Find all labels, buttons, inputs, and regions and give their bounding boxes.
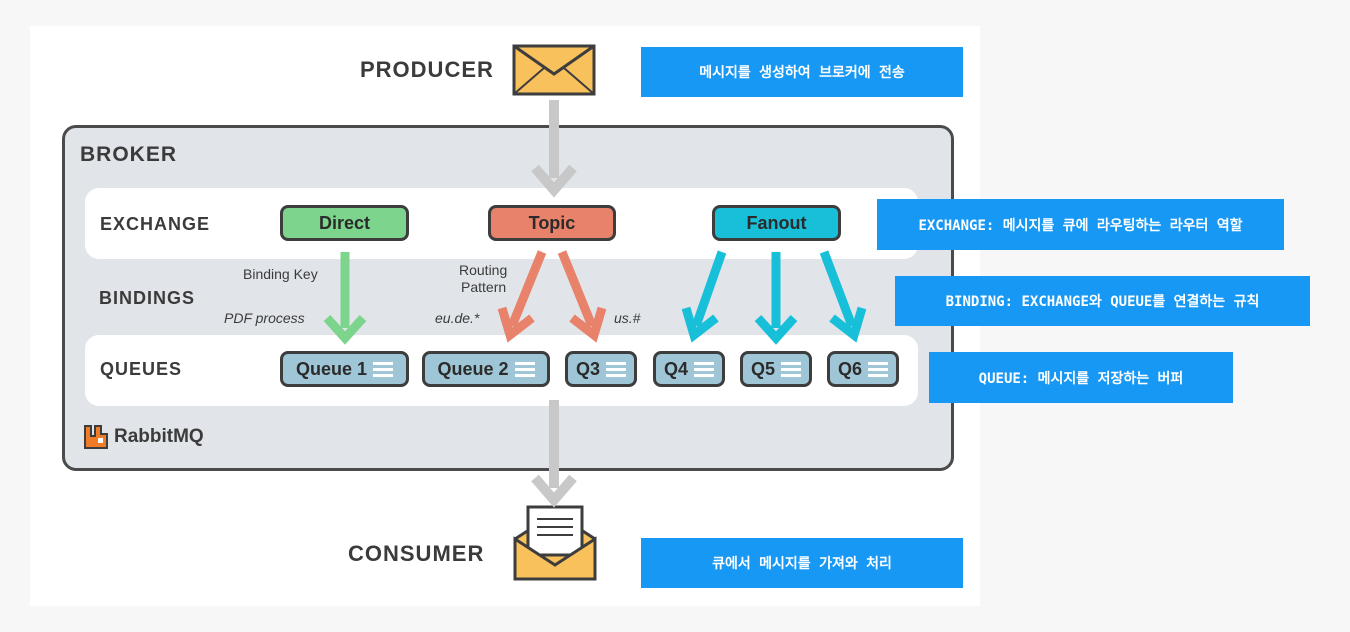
queue-4: Q4 [653,351,725,387]
queue-3: Q3 [565,351,637,387]
producer-note: 메시지를 생성하여 브로커에 전송 [641,47,963,97]
direct-binding-key: PDF process [224,310,305,326]
exchange-direct: Direct [280,205,409,241]
queue-list-icon [694,361,714,377]
rabbitmq-logo-icon [84,425,108,449]
producer-to-exchange-arrow [531,100,577,198]
queue-list-icon [514,361,535,377]
exchange-fanout: Fanout [712,205,841,241]
broker-box [62,125,954,471]
producer-label: PRODUCER [360,57,494,82]
queue-2-label: Queue 2 [437,358,509,379]
fanout-binding-arrow-q6 [819,250,867,343]
broker-label: BROKER [80,143,178,166]
topic-binding-arrow-q3 [557,250,607,343]
binding-key-label: Binding Key [243,266,318,282]
queue-to-consumer-arrow [531,400,577,508]
queue-list-icon [868,361,888,377]
queue-list-icon [781,361,801,377]
routing-pattern-label-line1: Routing [459,262,508,278]
queue-3-label: Q3 [575,358,600,379]
queue-6-label: Q6 [837,358,862,379]
queues-label: QUEUES [100,359,183,379]
fanout-binding-arrow-q5 [754,252,798,345]
consumer-note: 큐에서 메시지를 가져와 처리 [641,538,963,588]
bindings-label: BINDINGS [99,288,196,308]
queue-list-icon [373,361,394,377]
queue-list-icon [606,361,626,377]
queue-5: Q5 [740,351,812,387]
routing-pattern-label-line2: Pattern [461,279,507,295]
queue-6: Q6 [827,351,899,387]
open-envelope-icon [513,505,597,581]
queue-2: Queue 2 [422,351,550,387]
queue-1-label: Queue 1 [295,358,368,379]
topic-binding-key-eu: eu.de.* [435,310,480,326]
queue-note: QUEUE: 메시지를 저장하는 버퍼 [929,352,1233,403]
consumer-label: CONSUMER [348,541,485,566]
queue-5-label: Q5 [750,358,775,379]
exchange-topic: Topic [488,205,616,241]
direct-binding-arrow [323,252,367,345]
exchange-note: EXCHANGE: 메시지를 큐에 라우팅하는 라우터 역할 [877,199,1284,250]
topic-binding-arrow-queue2 [497,250,547,343]
envelope-icon [512,44,596,96]
exchange-label: EXCHANGE [100,214,211,234]
queue-1: Queue 1 [280,351,409,387]
queue-4-label: Q4 [663,358,688,379]
topic-binding-key-us: us.# [614,310,641,326]
binding-note: BINDING: EXCHANGE와 QUEUE를 연결하는 규칙 [895,276,1310,326]
rabbitmq-brand: RabbitMQ [114,426,204,447]
fanout-binding-arrow-q4 [681,250,727,343]
